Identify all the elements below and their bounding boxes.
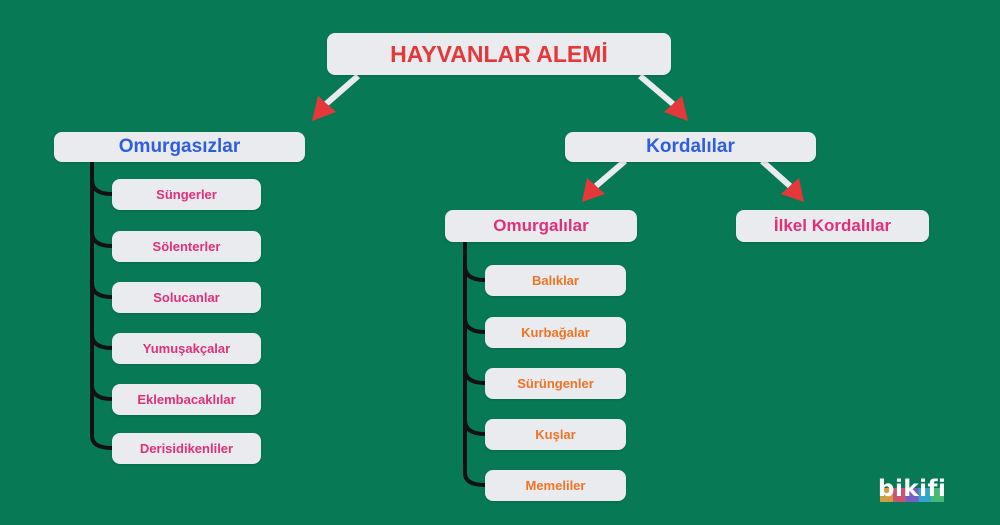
invertebrate-item-label: Sölenterler (152, 239, 221, 254)
bracket-invertebrates-branch (90, 332, 114, 350)
vertebrate-item: Memeliler (485, 470, 626, 501)
bracket-vertebrates-branch (463, 367, 487, 385)
invertebrate-item-label: Yumuşakçalar (142, 341, 231, 356)
bracket-vertebrates-spine (463, 236, 487, 487)
invertebrate-item: Süngerler (112, 179, 261, 210)
arrow-head-root-left (312, 96, 336, 121)
invertebrate-item: Solucanlar (112, 282, 261, 313)
vertebrates-label: Omurgalılar (493, 216, 589, 235)
invertebrate-item-label: Eklembacaklılar (137, 392, 236, 407)
invertebrate-item-label: Süngerler (156, 187, 217, 202)
bracket-invertebrates-branch (90, 230, 114, 248)
vertebrate-item-label: Memeliler (525, 478, 586, 493)
arrow-head-kord-right (781, 178, 804, 202)
bracket-invertebrates-branch (90, 178, 114, 196)
bracket-vertebrates-branch (463, 264, 487, 282)
chordates-node: Kordalılar (565, 132, 816, 162)
logo-text: bikifi (878, 476, 947, 502)
bracket-vertebrates-branch (463, 316, 487, 334)
arrow-head-kord-left (582, 178, 605, 202)
logo-color-stripe (880, 488, 945, 502)
chordates-label: Kordalılar (646, 136, 735, 157)
invertebrate-item: Derisidikenliler (112, 433, 261, 464)
vertebrate-item: Kurbağalar (485, 317, 626, 348)
arrow-shaft-kord-left (594, 158, 627, 189)
invertebrate-item-label: Derisidikenliler (139, 441, 234, 456)
bracket-invertebrates-spine (90, 158, 114, 450)
bracket-invertebrates-branch (90, 281, 114, 299)
invertebrate-item-label: Solucanlar (153, 290, 220, 305)
arrow-head-root-right (664, 96, 688, 121)
root-label: HAYVANLAR ALEMİ (390, 40, 608, 67)
arrow-shaft-root-left (324, 73, 360, 107)
primitive-chordates-node: İlkel Kordalılar (736, 210, 929, 242)
invertebrate-item: Eklembacaklılar (112, 384, 261, 415)
invertebrates-node: Omurgasızlar (54, 132, 305, 162)
arrow-shaft-root-right (638, 73, 675, 107)
bracket-vertebrates-branch (463, 418, 487, 436)
arrow-shaft-kord-right (760, 158, 792, 189)
invertebrates-label: Omurgasızlar (118, 136, 241, 157)
primitive-chordates-label: İlkel Kordalılar (773, 216, 892, 235)
vertebrate-item-label: Kurbağalar (521, 325, 590, 340)
invertebrate-item: Yumuşakçalar (112, 333, 261, 364)
bracket-invertebrates-branch (90, 383, 114, 401)
root-node: HAYVANLAR ALEMİ (327, 33, 671, 75)
vertebrate-item-label: Balıklar (532, 273, 579, 288)
vertebrate-item: Kuşlar (485, 419, 626, 450)
bikifi-logo: bikifi (878, 476, 946, 502)
invertebrate-item: Sölenterler (112, 231, 261, 262)
vertebrate-item-label: Sürüngenler (517, 376, 594, 391)
vertebrate-item: Sürüngenler (485, 368, 626, 399)
vertebrate-item: Balıklar (485, 265, 626, 296)
vertebrate-item-label: Kuşlar (535, 427, 576, 442)
vertebrates-node: Omurgalılar (445, 210, 637, 242)
